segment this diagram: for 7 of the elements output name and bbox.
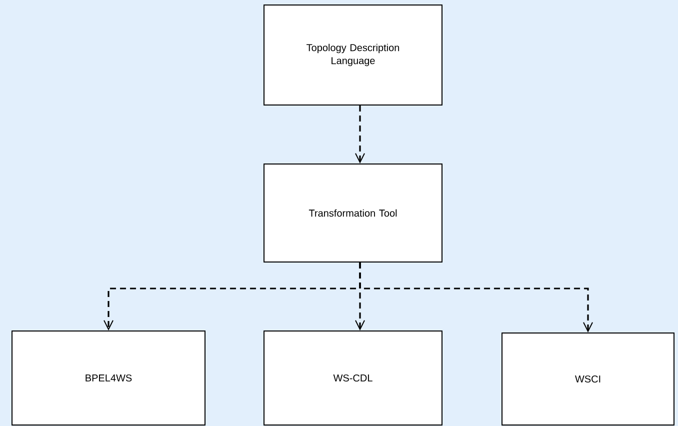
arrow [355, 106, 365, 164]
process-box: BPEL4WS [12, 330, 206, 426]
process-box: WS-CDL [264, 330, 442, 426]
process-box: Transformation Tool [264, 164, 442, 262]
arrow [359, 262, 593, 332]
process-box: WSCI [502, 332, 674, 426]
process-box: Topology Description Language [264, 4, 442, 106]
